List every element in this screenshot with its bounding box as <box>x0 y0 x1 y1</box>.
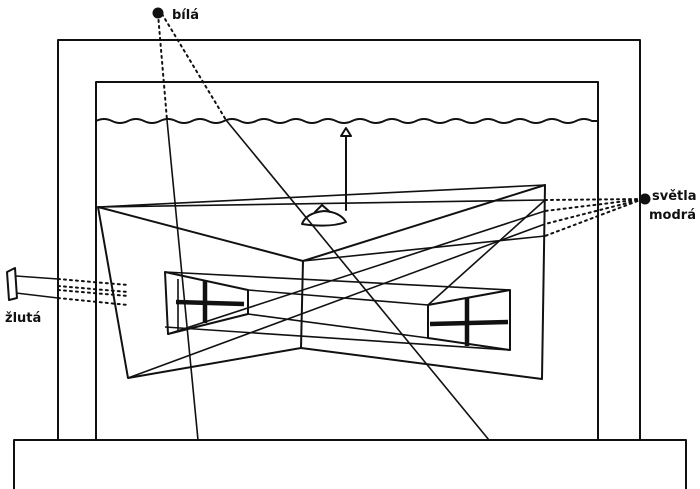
left-window <box>164 271 249 335</box>
yellow-light <box>6 267 129 306</box>
label-light-blue-2: modrá <box>649 208 696 223</box>
right-wall <box>300 184 546 380</box>
hanging-lamp <box>301 127 352 227</box>
stage-base <box>13 439 687 489</box>
yellow-light-source <box>6 267 18 301</box>
horizon-line <box>95 118 599 124</box>
right-window <box>427 289 511 351</box>
light-blue-light-source <box>639 193 651 205</box>
inner-frame <box>95 81 599 441</box>
label-light-blue-1: světla <box>652 189 696 204</box>
white-light <box>152 7 490 441</box>
label-yellow: žlutá <box>5 311 41 326</box>
outer-frame <box>57 39 641 441</box>
label-white: bílá <box>172 8 199 23</box>
light-blue-light <box>97 193 651 379</box>
